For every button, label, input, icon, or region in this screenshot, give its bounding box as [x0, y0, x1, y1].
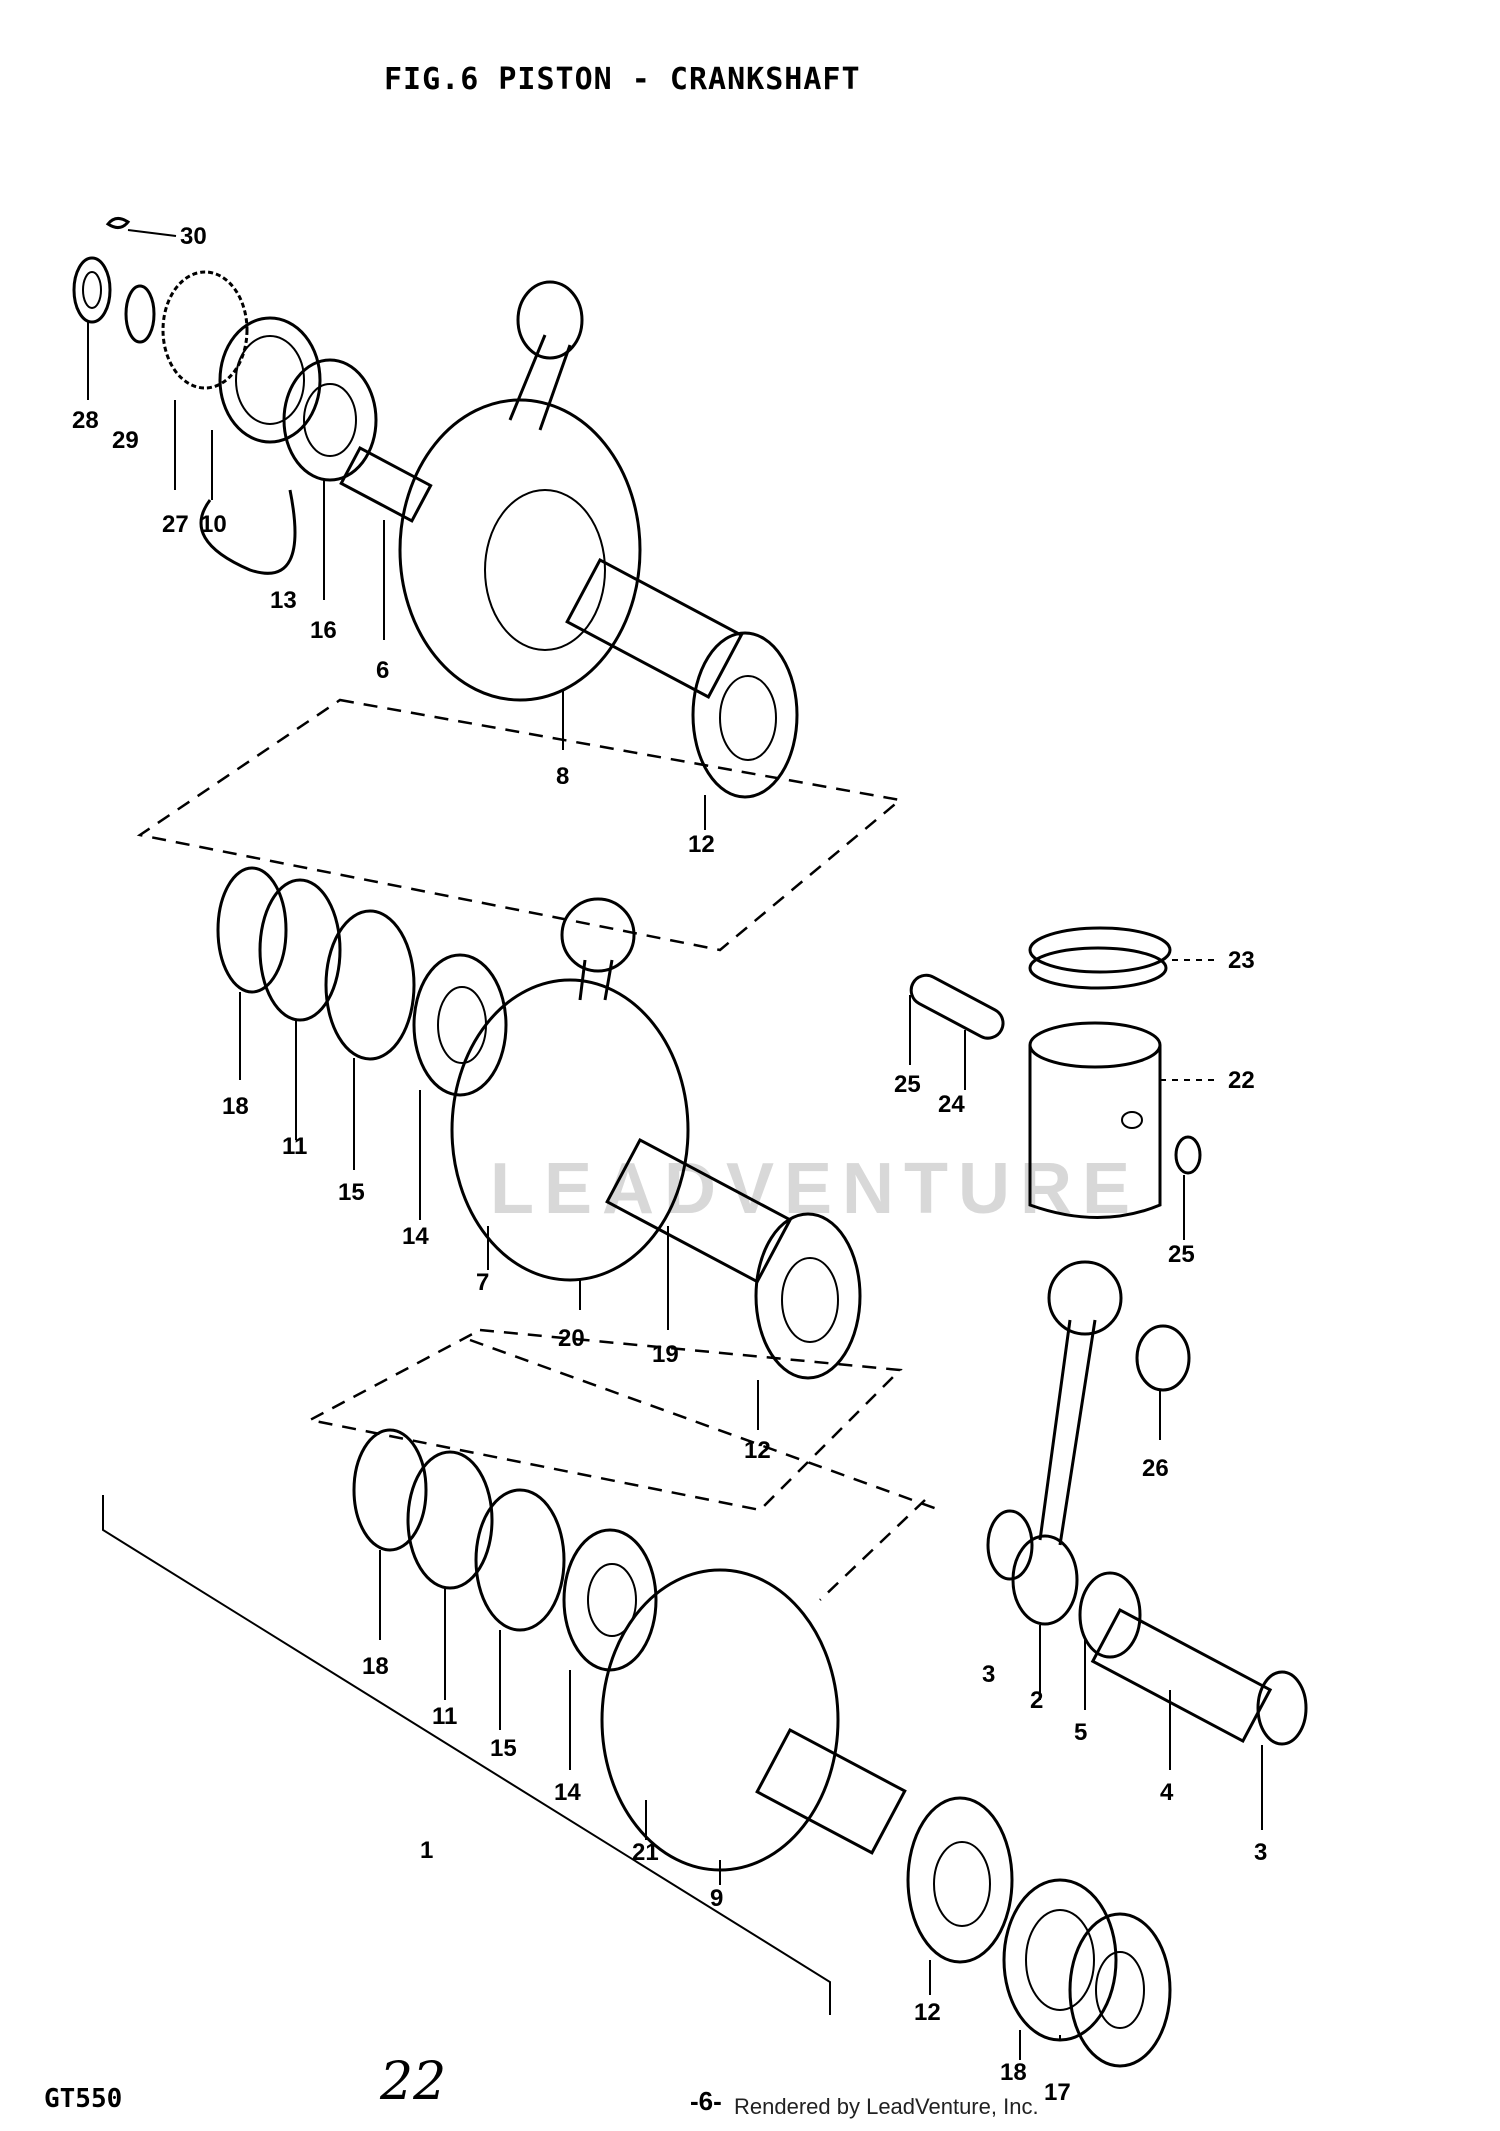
- callout-23: 23: [1228, 947, 1255, 974]
- bearing-part: [324, 909, 416, 1061]
- callout-14: 14: [402, 1223, 429, 1250]
- callout-17: 17: [1044, 2079, 1071, 2106]
- piston-pin-part: [909, 973, 1005, 1040]
- bearing-part: [1002, 1878, 1118, 2042]
- callout-12: 12: [744, 1437, 771, 1464]
- crank-web-part: [600, 1568, 840, 1872]
- connecting-rod-part: [508, 334, 572, 431]
- bottom-crank-assembly: [352, 1428, 1172, 2068]
- callout-14: 14: [554, 1779, 581, 1806]
- callout-15: 15: [338, 1179, 365, 1206]
- callout-18: 18: [362, 1653, 389, 1680]
- seal-part: [691, 631, 799, 799]
- crank-web-part: [398, 398, 642, 702]
- piston-group: [909, 926, 1215, 1240]
- seal-part: [906, 1796, 1014, 1964]
- callout-13: 13: [270, 587, 297, 614]
- dashed-assembly-box: [136, 698, 903, 952]
- bearing-part: [1068, 1912, 1172, 2068]
- callout-labels: 30 28 29 27 10 13 16 6 8 12 23 22 25 24 …: [72, 223, 1267, 2106]
- callout-6: 6: [376, 657, 389, 684]
- callout-24: 24: [938, 1091, 965, 1118]
- bearing-part: [258, 878, 342, 1022]
- callout-3: 3: [1254, 1839, 1267, 1866]
- connecting-rod-part: [578, 959, 614, 1001]
- seal-part: [352, 1428, 428, 1552]
- callout-18: 18: [222, 1093, 249, 1120]
- handwritten-note: 22: [380, 2052, 447, 2112]
- o-ring-part: [124, 284, 156, 344]
- model-code: GT550: [44, 2084, 123, 2114]
- crank-web-part: [450, 978, 690, 1282]
- seal-part: [216, 866, 288, 994]
- callout-3: 3: [982, 1661, 995, 1688]
- callout-20: 20: [558, 1325, 585, 1352]
- callout-28: 28: [72, 407, 99, 434]
- middle-crank-assembly: [216, 866, 862, 1430]
- callout-11: 11: [282, 1133, 307, 1160]
- snap-ring-part: [199, 489, 297, 575]
- seal-part: [754, 1212, 862, 1380]
- callout-21: 21: [632, 1839, 659, 1866]
- crank-pin-part: [1090, 1607, 1273, 1744]
- callout-12: 12: [688, 831, 715, 858]
- callout-1: 1: [420, 1837, 433, 1864]
- callout-19: 19: [652, 1341, 679, 1368]
- callout-5: 5: [1074, 1719, 1087, 1746]
- callout-25: 25: [894, 1071, 921, 1098]
- top-crank-assembly: [72, 217, 799, 830]
- callout-22: 22: [1228, 1067, 1255, 1094]
- callout-25: 25: [1168, 1241, 1195, 1268]
- right-conrod-group: [986, 1260, 1308, 1830]
- needle-bearing-part: [1135, 1324, 1191, 1392]
- crank-pin-part: [605, 1137, 793, 1284]
- callout-4: 4: [1160, 1779, 1174, 1806]
- callout-2: 2: [1030, 1687, 1043, 1714]
- dashed-assembly-box: [306, 1328, 903, 1512]
- connecting-rod-part: [1038, 1319, 1097, 1546]
- watermark: LEADVENTURE: [490, 1149, 1141, 1229]
- callout-10: 10: [200, 511, 227, 538]
- callout-12: 12: [914, 1999, 941, 2026]
- callout-16: 16: [310, 617, 337, 644]
- callout-26: 26: [1142, 1455, 1169, 1482]
- piston-part: [1028, 1045, 1162, 1219]
- oil-seal-part: [72, 256, 112, 324]
- circlip-part: [1174, 1135, 1202, 1175]
- gear-part: [161, 270, 249, 390]
- bearing-part: [218, 316, 322, 444]
- clip-part: [105, 217, 131, 229]
- callout-27: 27: [162, 511, 189, 538]
- callout-29: 29: [112, 427, 139, 454]
- bearing-part: [412, 953, 508, 1097]
- bearing-part: [282, 358, 378, 482]
- crank-pin-part: [755, 1727, 907, 1855]
- page-number: -6-: [690, 2086, 722, 2116]
- callout-18: 18: [1000, 2059, 1027, 2086]
- callout-11: 11: [432, 1703, 457, 1730]
- callout-15: 15: [490, 1735, 517, 1762]
- bearing-part: [562, 1528, 658, 1672]
- bearing-part: [474, 1488, 566, 1632]
- crank-pin-part: [565, 557, 744, 699]
- callout-7: 7: [476, 1269, 489, 1296]
- shaft-part: [339, 445, 433, 523]
- callout-8: 8: [556, 763, 569, 790]
- callout-9: 9: [710, 1885, 723, 1912]
- render-credit: Rendered by LeadVenture, Inc.: [734, 2094, 1039, 2119]
- figure-title: FIG.6 PISTON - CRANKSHAFT: [384, 62, 861, 97]
- piston-ring-part: [1028, 926, 1172, 974]
- callout-30: 30: [180, 223, 207, 250]
- bracket-line: [102, 1495, 831, 2015]
- bearing-part: [406, 1450, 494, 1590]
